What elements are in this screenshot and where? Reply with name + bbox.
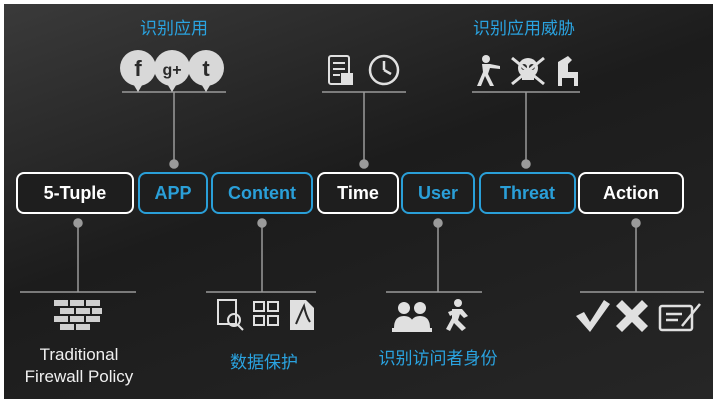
box-five-tuple: 5-Tuple [16, 172, 134, 214]
dot-app [169, 159, 179, 169]
users-group-icon [392, 302, 432, 332]
box-app: APP [138, 172, 208, 214]
dot-time [359, 159, 369, 169]
label-data-protection: 数据保护 [230, 353, 298, 372]
facebook-icon: f [120, 50, 156, 92]
trojan-horse-icon [558, 56, 578, 86]
twitter-icon: t [188, 50, 224, 92]
edit-note-icon [658, 303, 701, 332]
label-traditional-firewall: Traditional Firewall Policy [14, 344, 144, 388]
label-identify-app: 识别应用 [140, 19, 208, 38]
action-icons [576, 300, 701, 332]
label-traditional-line2: Firewall Policy [24, 367, 134, 386]
skull-crossbones-icon [511, 56, 545, 86]
dot-threat [521, 159, 531, 169]
user-icons [392, 299, 468, 332]
cross-icon [616, 300, 648, 332]
clock-icon [368, 54, 400, 86]
svg-text:g+: g+ [162, 62, 181, 79]
box-action: Action [578, 172, 684, 214]
svg-text:f: f [134, 56, 142, 81]
googleplus-icon: g+ [154, 50, 190, 92]
box-threat: Threat [479, 172, 576, 214]
box-time: Time [317, 172, 399, 214]
gunman-icon [477, 55, 500, 86]
svg-text:t: t [202, 56, 210, 81]
label-identify-threat: 识别应用威胁 [473, 19, 575, 38]
running-man-icon [446, 299, 468, 331]
pdf-document-icon [290, 300, 314, 330]
threat-icons [477, 55, 578, 86]
diagram-canvas: 识别应用 识别应用威胁 f g+ t [4, 4, 713, 399]
social-icons: f g+ t [120, 50, 224, 92]
firewall-brick-icon [54, 300, 102, 330]
data-protection-icons [217, 299, 314, 331]
network-nodes-icon [253, 301, 279, 326]
label-traditional-line1: Traditional [39, 345, 119, 364]
checkmark-icon [576, 300, 610, 332]
box-user: User [401, 172, 475, 214]
time-icons [328, 54, 400, 86]
box-content: Content [211, 172, 313, 214]
document-search-icon [217, 299, 244, 331]
schedule-icon [328, 55, 353, 85]
label-identify-user: 识别访问者身份 [378, 349, 498, 368]
connector-lines [20, 91, 704, 293]
